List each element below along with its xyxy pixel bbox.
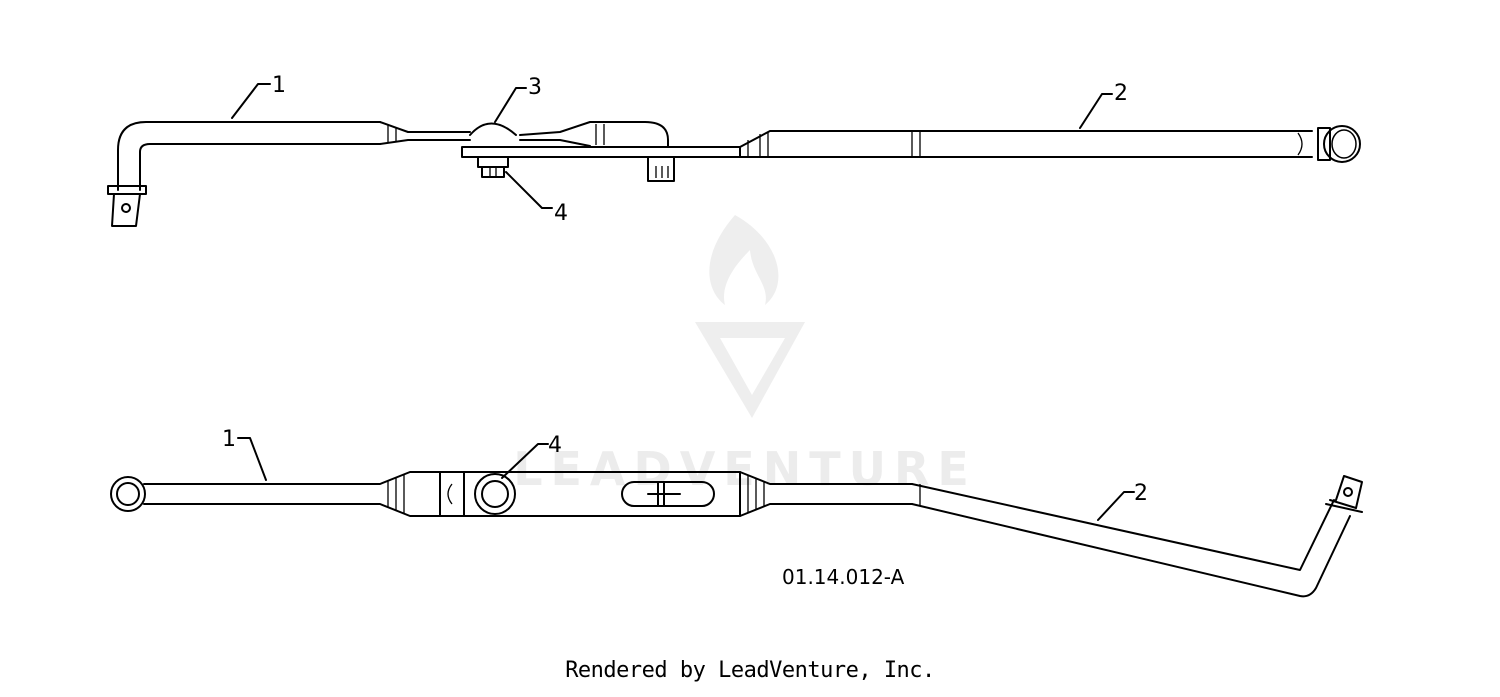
leadventure-watermark-logo: LEADVENTURE xyxy=(513,215,977,496)
callout-1-top: 1 xyxy=(272,73,286,98)
callout-3-top: 3 xyxy=(528,75,542,100)
callout-4-top: 4 xyxy=(554,201,568,226)
footer-credit: Rendered by LeadVenture, Inc. xyxy=(565,658,935,683)
watermark-text: LEADVENTURE xyxy=(513,442,977,496)
bottom-assembly-view: 1 4 2 xyxy=(110,427,1363,598)
callout-2-bottom: 2 xyxy=(1134,481,1148,506)
callout-2-top: 2 xyxy=(1114,81,1128,106)
callout-1-bottom: 1 xyxy=(222,427,236,452)
top-assembly-view: 1 3 4 2 xyxy=(107,73,1361,227)
drawing-number: 01.14.012-A xyxy=(782,565,905,589)
callout-4-bottom: 4 xyxy=(548,433,562,458)
